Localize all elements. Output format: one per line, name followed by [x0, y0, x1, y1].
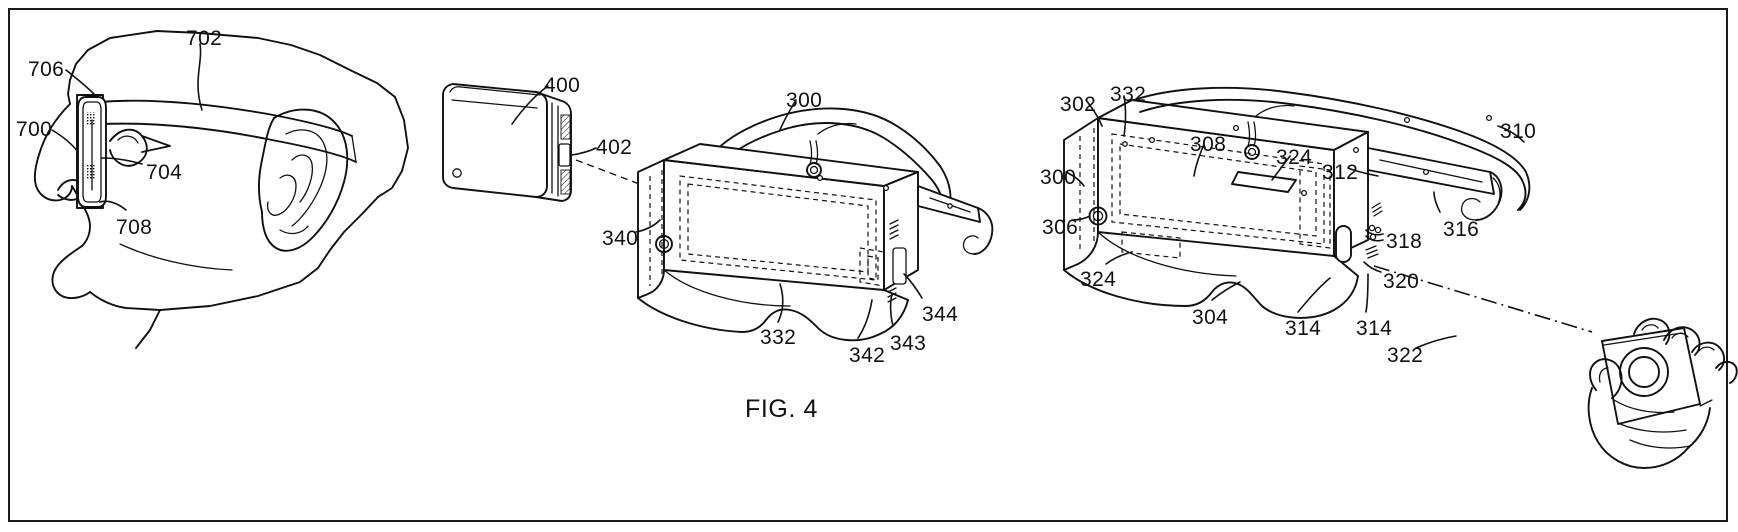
- leader-316: [1433, 191, 1441, 213]
- ref-numeral-device-connector: 402: [596, 136, 633, 159]
- leader-332-right: [1123, 95, 1127, 137]
- leader-324-upper: [1271, 155, 1291, 181]
- leader-702: [197, 43, 203, 111]
- wireless-link: [1373, 265, 1593, 333]
- ref-numeral-temple-arm: 312: [1322, 161, 1359, 184]
- remote-dial-inner: [1628, 356, 1660, 388]
- ref-numeral-upper-housing-end: 706: [28, 58, 65, 81]
- head-band-702: [99, 99, 357, 163]
- ref-numeral-head-mounted-display: 300: [786, 89, 823, 112]
- leader-300-right: [1065, 171, 1085, 187]
- leader-310: [1497, 125, 1525, 143]
- view-left-head-profile: [33, 30, 409, 349]
- mobile-device-400: [442, 83, 572, 202]
- earbud: [806, 162, 822, 178]
- leader-306: [1071, 215, 1091, 221]
- leader-332-middle: [777, 283, 784, 323]
- ref-numeral-face-shroud: 304: [1192, 306, 1229, 329]
- internal-connector-342: [859, 247, 885, 287]
- ref-numeral-mobile-device: 400: [544, 74, 581, 97]
- leader-320: [1363, 261, 1382, 273]
- ref-numeral-side-control: 314: [1285, 317, 1322, 340]
- speaker-hatch: [86, 112, 96, 179]
- leader-708: [99, 200, 127, 211]
- ref-numeral-side-port: 344: [922, 303, 959, 326]
- ref-numeral-camera-aperture: 306: [1042, 216, 1079, 239]
- leader-314b: [1365, 273, 1369, 313]
- leader-706: [65, 69, 95, 95]
- side-port-344: [892, 247, 907, 285]
- ref-numeral-ir-receiver: 320: [1383, 270, 1420, 293]
- figure-caption: FIG. 4: [745, 395, 819, 423]
- ref-numeral-head-mounted-display: 300: [1040, 166, 1077, 189]
- ref-numeral-internal-connector: 342: [849, 344, 886, 367]
- headset-300-right: [1063, 86, 1531, 319]
- connector-402: [558, 143, 571, 167]
- view-middle-phone-and-headset: [442, 83, 994, 342]
- hand-with-remote-322: [1587, 317, 1738, 469]
- leader-324-lower: [1105, 251, 1133, 265]
- leader-343: [889, 293, 894, 327]
- eye-outline: [109, 128, 171, 167]
- ref-numeral-pad-lower: 324: [1080, 268, 1117, 291]
- leader-302: [1085, 99, 1103, 127]
- leader-312: [1347, 167, 1379, 177]
- leader-342: [857, 299, 873, 339]
- pad-324-lower: [1121, 231, 1181, 259]
- ear-outline: [258, 108, 349, 252]
- leader-402: [571, 147, 597, 156]
- ref-numeral-interior-surface: 308: [1190, 133, 1227, 156]
- ref-numeral-lower-housing-end: 708: [116, 216, 153, 239]
- leader-318a: [1365, 229, 1384, 236]
- side-control-314: [1335, 225, 1352, 263]
- ref-numeral-strap-hook: 316: [1443, 218, 1480, 241]
- leader-304: [1211, 281, 1241, 301]
- ref-numeral-display-element: 704: [146, 161, 183, 184]
- ref-numeral-buttons: 318: [1386, 230, 1423, 253]
- ref-numeral-housing-top: 302: [1060, 93, 1097, 116]
- speaker-grill-upper: [560, 114, 571, 140]
- leader-704: [101, 157, 143, 165]
- ref-numeral-pad-upper: 324: [1276, 146, 1313, 169]
- ref-numeral-side-control: 314: [1356, 317, 1393, 340]
- speaker-grill-lower: [560, 169, 571, 195]
- ir-receiver-320: [1365, 245, 1379, 259]
- leader-344: [903, 273, 923, 299]
- temple-device-700: [76, 94, 107, 209]
- ref-numeral-wearable-device: 700: [16, 118, 53, 141]
- leader-700: [51, 129, 79, 153]
- leader-308: [1193, 143, 1205, 177]
- ref-numeral-hand-held-remote: 322: [1387, 344, 1424, 367]
- leader-400: [511, 85, 549, 125]
- earbud-right: [1244, 144, 1260, 160]
- leader-300-middle: [779, 99, 797, 131]
- ref-numeral-display-cavity: 332: [760, 326, 797, 349]
- ref-numeral-receptacle: 343: [890, 332, 927, 355]
- leader-314a: [1297, 277, 1331, 313]
- leader-318b: [1365, 235, 1384, 242]
- ref-numeral-front-cover-edge: 340: [602, 227, 639, 250]
- ref-numeral-head-band: 702: [186, 27, 223, 50]
- leader-322: [1415, 335, 1457, 349]
- ref-numeral-head-strap: 310: [1500, 120, 1537, 143]
- vent-hatch-right: [887, 219, 899, 303]
- ref-numeral-display-cavity: 332: [1110, 83, 1147, 106]
- leader-340: [635, 219, 661, 233]
- camera-aperture: [655, 235, 673, 253]
- view-right-headset-and-remote: [1063, 86, 1738, 469]
- headset-300-middle: [637, 107, 994, 342]
